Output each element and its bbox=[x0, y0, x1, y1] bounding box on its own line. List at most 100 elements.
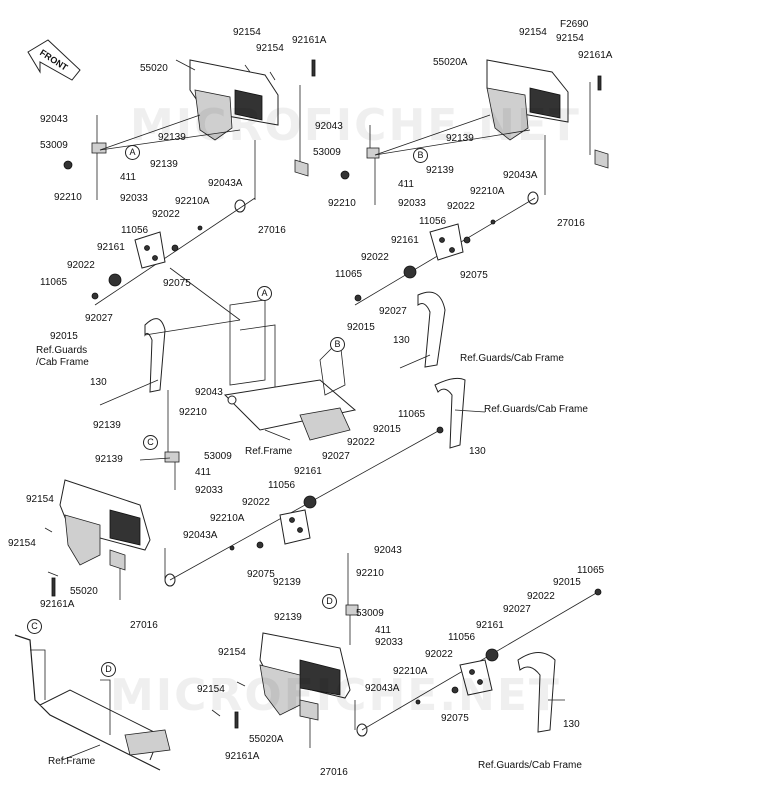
part-label: 53009 bbox=[356, 608, 384, 619]
part-label: 92033 bbox=[195, 485, 223, 496]
part-label: 92161 bbox=[476, 620, 504, 631]
part-label: 92043 bbox=[374, 545, 402, 556]
part-label: 92154 bbox=[26, 494, 54, 505]
part-label: 92139 bbox=[158, 132, 186, 143]
part-label: 11065 bbox=[577, 565, 605, 576]
part-label: 130 bbox=[469, 446, 486, 457]
part-label: 92027 bbox=[85, 313, 113, 324]
part-label: 92139 bbox=[273, 577, 301, 588]
part-label: 92139 bbox=[426, 165, 454, 176]
part-label: 92022 bbox=[67, 260, 95, 271]
part-label: 92027 bbox=[322, 451, 350, 462]
callout-d: D bbox=[101, 662, 116, 677]
part-label: 92139 bbox=[95, 454, 123, 465]
part-label: 92154 bbox=[8, 538, 36, 549]
part-label: 130 bbox=[393, 335, 410, 346]
part-label: 92033 bbox=[120, 193, 148, 204]
callout-a: A bbox=[257, 286, 272, 301]
part-label: 27016 bbox=[258, 225, 286, 236]
part-label: 11056 bbox=[268, 480, 296, 491]
part-label: 53009 bbox=[313, 147, 341, 158]
part-label: 11065 bbox=[398, 409, 426, 420]
callout-b: B bbox=[330, 337, 345, 352]
part-label: 53009 bbox=[40, 140, 68, 151]
part-label: 92210A bbox=[470, 186, 505, 197]
part-label: 92022 bbox=[361, 252, 389, 263]
front-arrow-icon bbox=[27, 39, 81, 81]
part-label: 11056 bbox=[121, 225, 149, 236]
part-label: 92154 bbox=[197, 684, 225, 695]
part-label: 92022 bbox=[347, 437, 375, 448]
part-label: 92043 bbox=[195, 387, 223, 398]
part-label: 92139 bbox=[274, 612, 302, 623]
part-label: 92154 bbox=[218, 647, 246, 658]
part-label: 27016 bbox=[130, 620, 158, 631]
part-label: 92210 bbox=[54, 192, 82, 203]
part-label: 92043A bbox=[183, 530, 218, 541]
part-label: 92043A bbox=[503, 170, 538, 181]
ref-label: Ref.Frame bbox=[48, 756, 96, 767]
part-label: 92043 bbox=[315, 121, 343, 132]
part-label: 92154 bbox=[233, 27, 261, 38]
assembly-top-left bbox=[63, 59, 316, 406]
part-label: F2690 bbox=[560, 19, 589, 30]
assembly-top-right bbox=[340, 59, 609, 369]
part-label: 55020A bbox=[433, 57, 468, 68]
part-label: 11065 bbox=[40, 277, 68, 288]
part-label: 92022 bbox=[152, 209, 180, 220]
part-label: 92161 bbox=[294, 466, 322, 477]
part-label: 11065 bbox=[335, 269, 363, 280]
part-label: 92015 bbox=[553, 577, 581, 588]
part-label: 92161A bbox=[225, 751, 260, 762]
callout-c: C bbox=[27, 619, 42, 634]
part-label: 92027 bbox=[503, 604, 531, 615]
part-label: 92161A bbox=[40, 599, 75, 610]
part-label: 92139 bbox=[150, 159, 178, 170]
frame-bottom-left bbox=[14, 634, 171, 771]
part-label: 92022 bbox=[447, 201, 475, 212]
part-label: 92210 bbox=[179, 407, 207, 418]
callout-b: B bbox=[413, 148, 428, 163]
watermark: MICROFICHE.NET bbox=[110, 670, 561, 721]
ref-label: Ref.Guards/Cab Frame bbox=[484, 404, 588, 415]
part-label: 92075 bbox=[460, 270, 488, 281]
part-label: 27016 bbox=[320, 767, 348, 778]
part-label: 92075 bbox=[441, 713, 469, 724]
part-label: 92139 bbox=[93, 420, 121, 431]
part-label: 92043A bbox=[365, 683, 400, 694]
part-label: 11056 bbox=[419, 216, 447, 227]
callout-d: D bbox=[322, 594, 337, 609]
part-label: 411 bbox=[120, 172, 136, 183]
ref-label: Ref.Guards/Cab Frame bbox=[478, 760, 582, 771]
part-label: 92210A bbox=[393, 666, 428, 677]
part-label: 92022 bbox=[425, 649, 453, 660]
callout-a: A bbox=[125, 145, 140, 160]
part-label: 27016 bbox=[557, 218, 585, 229]
part-label: 92161A bbox=[292, 35, 327, 46]
part-label: 92154 bbox=[556, 33, 584, 44]
part-label: 92043A bbox=[208, 178, 243, 189]
part-label: 92075 bbox=[247, 569, 275, 580]
part-label: 92033 bbox=[398, 198, 426, 209]
ref-label: Ref.Guards/Cab Frame bbox=[460, 353, 564, 364]
part-label: 92015 bbox=[373, 424, 401, 435]
part-label: 411 bbox=[398, 179, 414, 190]
part-label: 55020A bbox=[249, 734, 284, 745]
part-label: 92022 bbox=[527, 591, 555, 602]
part-label: 53009 bbox=[204, 451, 232, 462]
part-label: 130 bbox=[90, 377, 107, 388]
watermark: MICROFICHE.NET bbox=[130, 100, 581, 151]
frame-center bbox=[223, 299, 357, 441]
part-label: 92210A bbox=[210, 513, 245, 524]
part-label: 92015 bbox=[50, 331, 78, 342]
part-label: 92043 bbox=[40, 114, 68, 125]
part-label: 411 bbox=[375, 625, 391, 636]
part-label: 92033 bbox=[375, 637, 403, 648]
part-label: 92075 bbox=[163, 278, 191, 289]
part-label: 411 bbox=[195, 467, 211, 478]
ref-label: Ref.Guards /Cab Frame bbox=[36, 345, 89, 368]
part-label: 92210 bbox=[356, 568, 384, 579]
part-label: 11056 bbox=[448, 632, 476, 643]
